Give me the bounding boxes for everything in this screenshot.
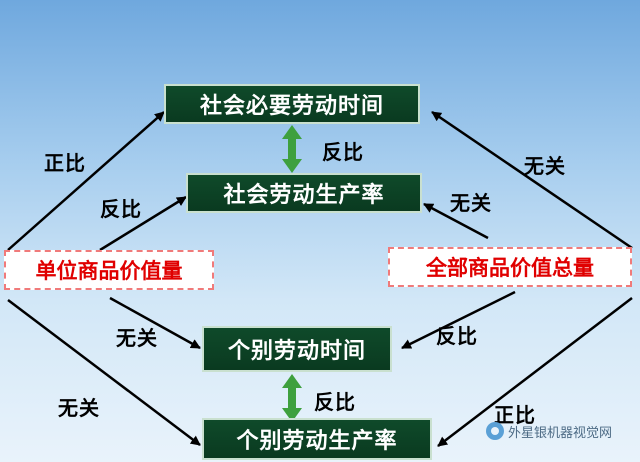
arrow-total-to-individual-time	[401, 290, 516, 350]
label-unit-to-social-productivity: 反比	[100, 197, 142, 221]
label-total-to-necessary: 无关	[524, 154, 566, 178]
node-total-commodity-value: 全部商品价值总量	[388, 247, 632, 287]
label-unit-to-individual-time: 无关	[116, 326, 158, 350]
node-individual-labor-productivity: 个别劳动生产率	[202, 418, 432, 460]
watermark: 外星银机器视觉网	[486, 421, 634, 441]
watermark-text: 外星银机器视觉网	[508, 425, 613, 441]
label-unit-to-necessary: 正比	[44, 151, 86, 175]
wechat-icon	[486, 422, 504, 440]
label-between-top: 反比	[322, 140, 364, 164]
label-total-to-individual-time: 反比	[436, 324, 478, 348]
arrow-total-to-individual-productivity	[437, 297, 633, 447]
label-total-to-social-productivity: 无关	[450, 191, 492, 215]
double-arrow-top	[282, 125, 302, 173]
arrow-unit-to-necessary	[7, 111, 165, 251]
label-between-bottom: 反比	[314, 390, 356, 414]
node-social-necessary-labor-time: 社会必要劳动时间	[164, 84, 420, 124]
double-arrow-bottom	[282, 374, 302, 422]
label-unit-to-individual-productivity: 无关	[58, 396, 100, 420]
arrow-unit-to-individual-time	[109, 296, 201, 350]
node-unit-commodity-value: 单位商品价值量	[4, 250, 214, 290]
arrow-total-to-social-productivity	[423, 202, 489, 240]
node-individual-labor-time: 个别劳动时间	[202, 326, 392, 372]
node-social-labor-productivity: 社会劳动生产率	[186, 173, 422, 213]
arrow-total-to-necessary	[431, 110, 633, 250]
arrow-unit-to-individual-productivity	[7, 299, 201, 446]
arrow-unit-to-social-productivity	[99, 195, 187, 252]
label-total-to-individual-productivity: 正比	[494, 403, 536, 427]
